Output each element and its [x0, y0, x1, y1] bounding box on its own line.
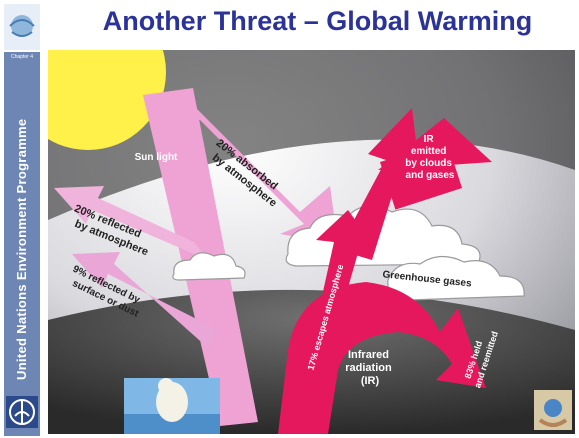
greenhouse-diagram: Sun light 20% absorbed by atmosphere 20%… — [48, 50, 575, 434]
reflected-surface-arrow — [72, 252, 218, 348]
sunlight-label: Sun light — [135, 152, 178, 163]
page-title: Another Threat – Global Warming — [102, 6, 533, 36]
polar-bear-photo — [124, 378, 220, 434]
sun — [48, 50, 166, 150]
absorbed-arrow — [176, 108, 338, 244]
reflected-atmosphere-arrow — [54, 186, 208, 260]
globe-emblem-icon — [4, 4, 40, 50]
sidebar-organization-label: United Nations Environment Programme — [14, 118, 29, 380]
unep-logo-icon — [6, 396, 38, 428]
chapter-tag: Chapter 4 — [11, 54, 33, 60]
infrared-radiation-label: Infrared radiation (IR) — [345, 349, 395, 387]
clouds-small — [172, 252, 246, 281]
ir-emitted-label: IR emitted by clouds and gases — [405, 134, 455, 181]
sidebar — [4, 52, 40, 436]
ir-emitted-body — [379, 140, 463, 210]
hands-globe-photo — [534, 390, 572, 430]
ir-emitted-arrow — [338, 108, 420, 260]
